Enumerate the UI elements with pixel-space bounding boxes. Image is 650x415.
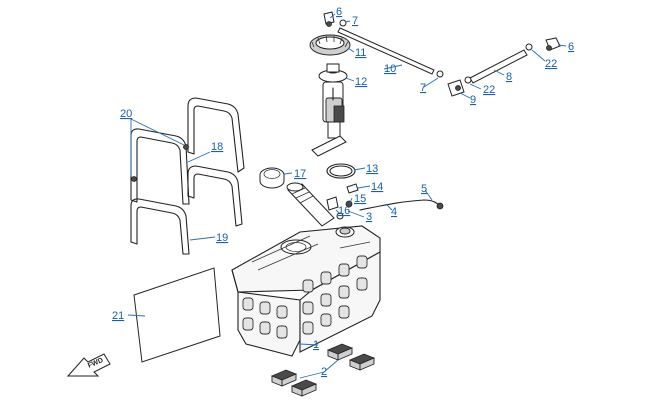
fittings bbox=[323, 11, 561, 220]
callout-18: 18 bbox=[211, 141, 223, 153]
fwd-arrow: FWD bbox=[66, 353, 111, 377]
callout-17: 17 bbox=[294, 168, 306, 180]
callout-21: 21 bbox=[112, 310, 124, 322]
rubber-pads bbox=[270, 343, 376, 397]
callout-20: 20 bbox=[120, 108, 132, 120]
callout-3: 3 bbox=[366, 211, 372, 223]
callout-12: 12 bbox=[355, 76, 367, 88]
callout-15: 15 bbox=[354, 193, 366, 205]
callout-1: 1 bbox=[313, 339, 319, 351]
filler-neck bbox=[286, 182, 335, 227]
fuel-tank bbox=[231, 225, 381, 357]
callout-6-right: 6 bbox=[568, 41, 574, 53]
leader-lines bbox=[127, 13, 567, 379]
callout-4: 4 bbox=[391, 206, 397, 218]
protective-plate bbox=[133, 267, 221, 363]
callout-22-lower: 22 bbox=[483, 84, 495, 96]
fuel-pump-assembly bbox=[311, 63, 348, 157]
callout-22-right: 22 bbox=[545, 58, 557, 70]
callout-11: 11 bbox=[355, 47, 366, 59]
fuel-cap bbox=[259, 167, 285, 189]
callout-7-top: 7 bbox=[352, 15, 358, 27]
tank-straps bbox=[130, 97, 245, 255]
callout-7-right: 7 bbox=[420, 82, 426, 94]
callout-14: 14 bbox=[371, 181, 383, 193]
callout-19: 19 bbox=[216, 232, 228, 244]
callout-16: 16 bbox=[338, 205, 350, 217]
callout-10: 10 bbox=[384, 63, 396, 75]
callout-8: 8 bbox=[506, 71, 512, 83]
lock-ring bbox=[309, 34, 351, 56]
pump-gasket bbox=[326, 163, 356, 179]
callout-6-top: 6 bbox=[336, 6, 342, 18]
callout-numbers: 1 2 3 4 5 6 6 7 7 8 9 10 11 12 13 14 15 … bbox=[112, 6, 574, 378]
callout-5: 5 bbox=[421, 183, 427, 195]
callout-2: 2 bbox=[321, 366, 327, 378]
callout-9: 9 bbox=[470, 94, 476, 106]
callout-13: 13 bbox=[366, 163, 378, 175]
